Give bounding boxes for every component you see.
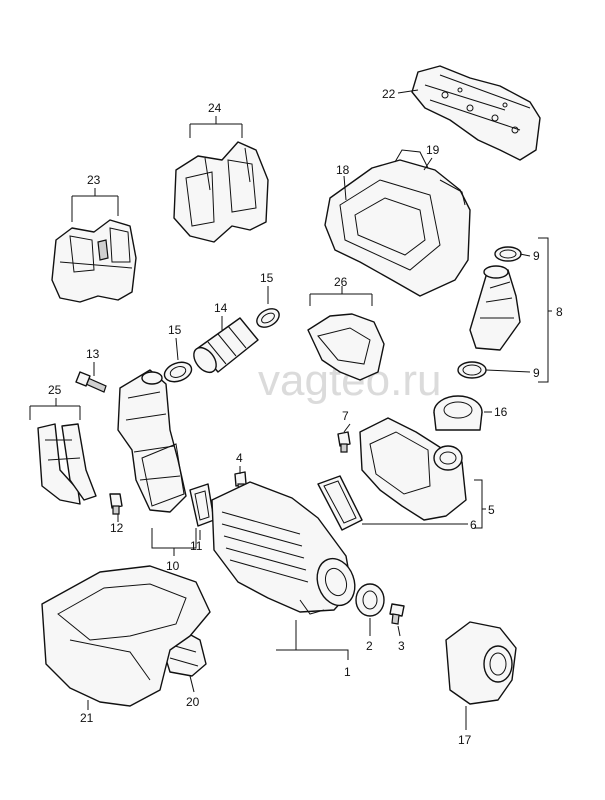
part-24-cover[interactable] [173, 141, 269, 243]
callout-numbers: 22 24 23 18 19 9 8 9 26 15 14 15 13 25 1… [48, 87, 563, 747]
part-25-bracket[interactable] [37, 423, 97, 505]
callout-15-lower: 15 [168, 323, 182, 337]
callout-10: 10 [166, 559, 180, 573]
part-17-boot[interactable] [445, 621, 517, 705]
callout-9-upper: 9 [533, 249, 540, 263]
part-22-heat-shield[interactable] [411, 65, 541, 161]
callout-4: 4 [236, 451, 243, 465]
part-11-gasket[interactable] [189, 483, 215, 527]
callout-8: 8 [556, 305, 563, 319]
callout-20: 20 [186, 695, 200, 709]
part-21-lower-cover[interactable] [41, 565, 211, 707]
part-7-bolt[interactable] [337, 431, 351, 453]
part-2-seal[interactable] [355, 583, 385, 617]
part-5-adapter[interactable] [359, 417, 467, 521]
callout-1: 1 [344, 665, 351, 679]
callout-12: 12 [110, 521, 124, 535]
part-16-coupler[interactable] [433, 395, 483, 431]
callout-14: 14 [214, 301, 228, 315]
callout-6: 6 [470, 518, 477, 532]
part-15-clamp-lower[interactable] [162, 359, 194, 385]
part-14-hose[interactable] [189, 317, 259, 377]
part-18-19-intake-housing[interactable] [324, 149, 471, 297]
callout-5: 5 [488, 503, 495, 517]
callout-13: 13 [86, 347, 100, 361]
callout-17: 17 [458, 733, 472, 747]
callout-2: 2 [366, 639, 373, 653]
part-15-clamp-upper[interactable] [254, 305, 283, 331]
part-6-gasket[interactable] [317, 475, 363, 531]
callout-25: 25 [48, 383, 62, 397]
part-13-bolt[interactable] [75, 371, 107, 393]
callout-9-lower: 9 [533, 366, 540, 380]
callout-26: 26 [334, 275, 348, 289]
part-8-pipe[interactable] [469, 265, 521, 351]
part-26-bracket[interactable] [307, 313, 385, 381]
callout-18: 18 [336, 163, 350, 177]
part-1-supercharger[interactable] [211, 481, 361, 615]
callout-24: 24 [208, 101, 222, 115]
part-12-bolt[interactable] [109, 493, 123, 515]
callout-3: 3 [398, 639, 405, 653]
leader-lines [29, 89, 552, 730]
part-23-cover[interactable] [51, 219, 137, 303]
callout-7: 7 [342, 409, 349, 423]
callout-16: 16 [494, 405, 508, 419]
callout-23: 23 [87, 173, 101, 187]
part-9-oring-upper[interactable] [494, 246, 522, 262]
part-10-intake-pipe[interactable] [117, 369, 187, 513]
part-9-oring-lower[interactable] [457, 361, 487, 379]
callout-15-upper: 15 [260, 271, 274, 285]
callout-19: 19 [426, 143, 440, 157]
callout-11: 11 [190, 539, 203, 553]
callout-22: 22 [382, 87, 396, 101]
callout-21: 21 [80, 711, 94, 725]
part-3-bolt[interactable] [389, 603, 405, 625]
